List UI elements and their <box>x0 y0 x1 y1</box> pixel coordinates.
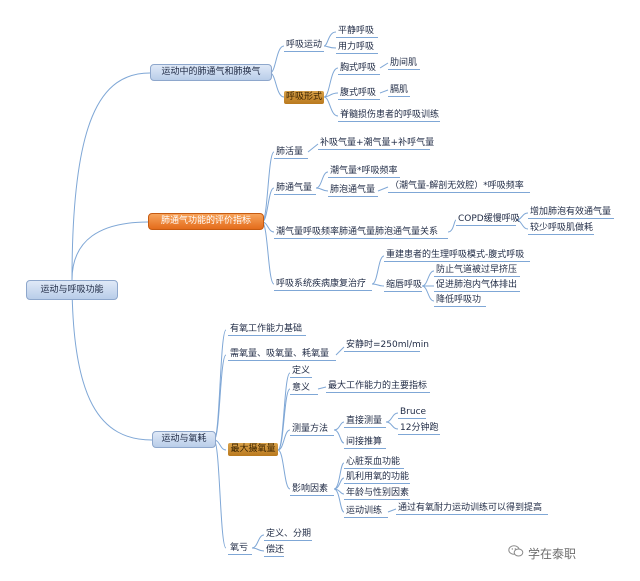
node-oxygen-needs[interactable]: 需氧量、吸氧量、耗氧量 <box>230 349 330 359</box>
node-copd-a[interactable]: 增加肺泡有效通气量 <box>530 207 612 217</box>
node-copd-b[interactable]: 较少呼吸肌做耗 <box>530 223 594 233</box>
node-rebuild-pattern[interactable]: 重建患者的生理呼吸模式-腹式呼吸 <box>386 250 525 260</box>
node-factors[interactable]: 影响因素 <box>292 484 329 494</box>
node-copd[interactable]: COPD缓慢呼吸 <box>458 214 520 224</box>
node-abdominal-breathing[interactable]: 腹式呼吸 <box>340 88 377 98</box>
wechat-icon <box>508 545 524 557</box>
branch-ventilation-exchange[interactable]: 运动中的肺通气和肺换气 <box>150 64 272 81</box>
node-pursed-lip[interactable]: 缩唇呼吸 <box>386 280 423 290</box>
node-pursed-2[interactable]: 促进肺泡内气体排出 <box>436 280 518 290</box>
node-alveolar-ventilation[interactable]: 肺泡通气量 <box>330 185 376 195</box>
node-intercostal[interactable]: 肋间肌 <box>390 58 418 68</box>
node-training-text[interactable]: 通过有氧耐力运动训练可以得到提高 <box>398 503 543 513</box>
node-pursed-1[interactable]: 防止气道被过早挤压 <box>436 265 518 275</box>
node-indirect[interactable]: 间接推算 <box>346 437 383 447</box>
node-calm-breathing[interactable]: 平静呼吸 <box>338 26 375 36</box>
node-tidal-formula[interactable]: 潮气量*呼吸频率 <box>330 166 398 176</box>
node-resting-value[interactable]: 安静时=250ml/min <box>346 340 429 350</box>
node-pulmonary-ventilation[interactable]: 肺通气量 <box>276 183 313 193</box>
branch-oxygen-consumption[interactable]: 运动与氧耗 <box>152 431 216 448</box>
branch-ventilation-evaluation[interactable]: 肺通气功能的评价指标 <box>148 213 264 230</box>
node-chest-breathing[interactable]: 胸式呼吸 <box>340 63 377 73</box>
node-oxygen-debt[interactable]: 氧亏 <box>230 543 249 553</box>
node-vital-capacity[interactable]: 肺活量 <box>276 147 304 157</box>
node-factor-training[interactable]: 运动训练 <box>346 506 383 516</box>
node-breath-movement[interactable]: 呼吸运动 <box>286 40 323 50</box>
node-significance-text[interactable]: 最大工作能力的主要指标 <box>328 381 428 391</box>
node-measure-method[interactable]: 测量方法 <box>292 424 329 434</box>
node-aerobic-basis[interactable]: 有氧工作能力基础 <box>230 324 303 334</box>
node-factor-muscle[interactable]: 肌利用氧的功能 <box>346 472 410 482</box>
node-spinal-training[interactable]: 脊髓损伤患者的呼吸训练 <box>340 110 440 120</box>
node-definition[interactable]: 定义 <box>292 366 311 376</box>
node-bruce[interactable]: Bruce <box>400 407 427 417</box>
node-factor-age[interactable]: 年龄与性别因素 <box>346 488 410 498</box>
node-debt-repay[interactable]: 偿还 <box>266 545 285 555</box>
node-vo2max[interactable]: 最大摄氧量 <box>228 443 278 456</box>
node-direct[interactable]: 直接测量 <box>346 416 383 426</box>
node-breath-form[interactable]: 呼吸形式 <box>284 91 324 104</box>
node-significance[interactable]: 意义 <box>292 383 311 393</box>
node-respiratory-rehab[interactable]: 呼吸系统疾病康复治疗 <box>276 279 367 289</box>
root-node[interactable]: 运动与呼吸功能 <box>26 280 118 300</box>
node-pursed-3[interactable]: 降低呼吸功 <box>436 295 482 305</box>
watermark-text: 学在泰职 <box>528 547 577 561</box>
node-forced-breathing[interactable]: 用力呼吸 <box>338 42 375 52</box>
node-vital-formula[interactable]: 补吸气量+潮气量+补呼气量 <box>320 138 435 148</box>
node-relation[interactable]: 潮气量呼吸频率肺通气量肺泡通气量关系 <box>276 227 439 237</box>
node-debt-definition[interactable]: 定义、分期 <box>266 529 312 539</box>
node-factor-heart[interactable]: 心脏泵血功能 <box>346 457 401 467</box>
node-twelve-minute[interactable]: 12分钟跑 <box>400 423 439 433</box>
node-diaphragm[interactable]: 膈肌 <box>390 85 409 95</box>
node-alveolar-formula[interactable]: （潮气量-解剖无效腔）*呼吸频率 <box>390 181 524 191</box>
